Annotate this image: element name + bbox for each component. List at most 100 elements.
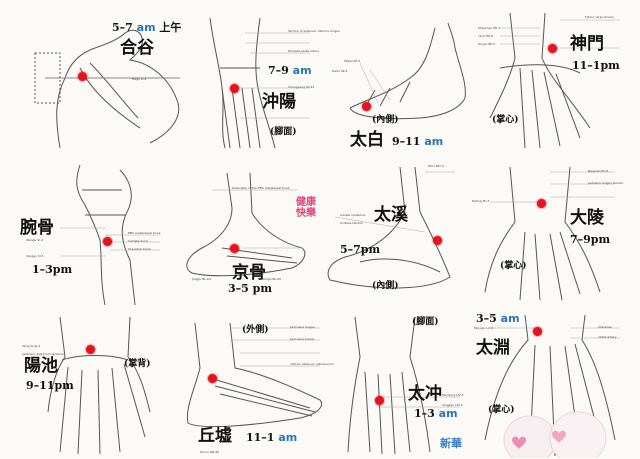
daling-note: (掌心) (500, 261, 527, 271)
chongyang-name: 沖陽 (262, 92, 296, 112)
foot-dorsal-illustration-2 (347, 316, 460, 455)
taibai-time-unit: am (424, 135, 444, 148)
watermark-line-2: 快樂 (296, 207, 316, 219)
hegu-time-range: 5–7 (112, 21, 133, 34)
taixi-leader-1: Taixi KID-3 (428, 164, 444, 168)
brand-label: 新華 (440, 437, 462, 450)
taixi-note: (內側) (372, 281, 399, 291)
ankle-medial-illustration (327, 166, 455, 289)
foot-medial-illustration (349, 22, 466, 120)
watermark: 健康 快樂 (296, 197, 316, 219)
taixi-point-marker (433, 236, 442, 245)
chongyang-leader-2: Dorsalis pedis artery (288, 49, 320, 53)
jinggu-time-range: 3–5 (228, 282, 249, 295)
taichong-name: 太冲 (408, 384, 442, 404)
qiuxu-time-range: 11–1 (246, 431, 275, 444)
chongyang-point-marker (230, 84, 239, 93)
shenmen-leader-1: Shenmen HE-7 (478, 26, 501, 30)
jinggu-name: 京骨 (232, 263, 266, 283)
daling-leader-2: Neiguan PC-6 (588, 169, 609, 173)
taibai-point-marker (362, 102, 371, 111)
qiuxu-time-unit: am (278, 431, 298, 444)
chongyang-time-range: 7–9 (268, 64, 289, 77)
hegu-point-marker (78, 72, 87, 81)
jinggu-time-unit: pm (252, 282, 272, 295)
chongyang-leader-1: Tendon of extensor hallucis longus (288, 29, 340, 33)
wangu-time: 1–3pm (32, 263, 73, 276)
foot-dorsal-illustration (209, 17, 310, 149)
palm-illustration (489, 12, 620, 149)
hegu-name: 合谷 (120, 38, 154, 58)
panel-shenmen: Shenmen HE-7 Yinxi HE-6 Tongli HE-5 Flex… (470, 8, 632, 156)
yangchi-name: 陽池 (24, 356, 58, 376)
qiuxu-point-marker (208, 374, 217, 383)
hand-ulnar-illustration (60, 164, 160, 306)
taibai-leader-1: Taibai SP-3 (344, 59, 361, 63)
yangchi-leader-1: Yangchi SJ-4 (22, 344, 41, 348)
taixi-leader-2: medial malleolus (340, 213, 366, 217)
wangu-leader-3: fifth metacarpal bone (128, 231, 161, 235)
daling-leader-1: Daling PC-7 (472, 199, 490, 203)
taiyuan-leader-2: Shenmen (598, 325, 613, 329)
yangchi-time: 9–11pm (26, 379, 74, 392)
panel-taixi: Taixi KID-3 medial malleolus Achilles te… (320, 162, 470, 302)
shenmen-name: 神門 (570, 34, 604, 54)
daling-leader-3: palmaris longus tendon (588, 181, 624, 185)
taixi-name: 太溪 (374, 205, 408, 225)
chongyang-time: 7–9 am (268, 65, 312, 76)
daling-point-marker (537, 199, 546, 208)
taichong-leader-2: Xingjian LIV-2 (442, 403, 463, 407)
panel-taichong: (腳面) Taichong LIV-3 Xingjian LIV-2 太冲 1–… (330, 312, 470, 458)
taixi-time: 5–7pm (340, 243, 381, 256)
shenmen-note: (掌心) (492, 115, 519, 125)
panel-hegu: 5–7 am 上午 合谷 Hegu LI-4 (20, 8, 195, 156)
shenmen-leader-2: Yinxi HE-6 (478, 34, 494, 38)
taiyuan-note: (掌心) (488, 405, 515, 415)
yangchi-leader-2: extensor digitorum tendons (22, 352, 64, 356)
qiuxu-leader-1: Qiuxu GB-40 (200, 450, 220, 454)
chongyang-leader-3: Chongyang ST-42 (288, 85, 315, 89)
wangu-leader-2: Yanggu SI-5 (26, 254, 44, 258)
jinggu-point-marker (230, 244, 239, 253)
panel-qiuxu: Qiuxu GB-40 peroneus longus peroneus bre… (180, 318, 334, 458)
panel-wangu: 腕骨 Wangu SI-4 Yanggu SI-5 fifth metacarp… (20, 160, 170, 310)
taixi-leader-3: Achilles tendon (340, 221, 363, 225)
taibai-note: (內側) (372, 115, 399, 125)
jinggu-leader-3: tuberosity of the fifth metatarsal bone (232, 186, 290, 190)
taichong-leader-1: Taichong LIV-3 (442, 393, 464, 397)
hegu-time-unit: am (136, 21, 156, 34)
taibai-name: 太白 (350, 130, 384, 150)
shenmen-time: 11–1pm (572, 59, 620, 72)
hegu-time: 5–7 am 上午 (112, 22, 181, 33)
taiyuan-leader-1: Taiyuan LU-9 (474, 326, 494, 330)
foot-lateral-illustration-2 (186, 322, 323, 428)
yangchi-point-marker (86, 345, 95, 354)
hegu-time-extra: 上午 (159, 21, 182, 34)
panel-jinggu: Jinggu BL-64 Shugu BL-65 tuberosity of t… (172, 168, 312, 300)
wangu-leader-5: triquetral bone (128, 247, 151, 251)
taibai-leader-2: Dadu SP-2 (332, 69, 348, 73)
taichong-time: 1–3 am (414, 408, 458, 419)
shenmen-leader-3: Tongli HE-5 (478, 42, 495, 46)
qiuxu-leader-4: inferior extensor retinaculum (290, 362, 334, 366)
taichong-time-unit: am (438, 407, 458, 420)
wangu-leader-1: Wangu SI-4 (26, 238, 44, 242)
chongyang-note: (腳面) (270, 127, 297, 137)
wrist-palm-illustration (484, 166, 615, 301)
jinggu-leader-1: Jinggu BL-64 (192, 277, 211, 281)
qiuxu-time: 11–1 am (246, 432, 297, 443)
watermark-line-1: 健康 (296, 197, 316, 208)
qiuxu-leader-3: peroneus brevis (290, 337, 315, 341)
hand-back-illustration (47, 316, 151, 455)
heart-decoration (503, 411, 607, 458)
taiyuan-time: 3–5 am (476, 313, 520, 324)
wangu-leader-4: hamate bone (128, 239, 148, 243)
wangu-point-marker (103, 237, 112, 246)
shenmen-leader-4: Flexor carpi ulnaris (585, 15, 614, 19)
daling-name: 大陵 (570, 208, 604, 228)
panel-daling: Daling PC-7 Neiguan PC-6 palmaris longus… (470, 162, 632, 302)
taiyuan-point-marker (533, 327, 542, 336)
qiuxu-note: (外側) (242, 325, 269, 335)
taichong-time-range: 1–3 (414, 407, 435, 420)
